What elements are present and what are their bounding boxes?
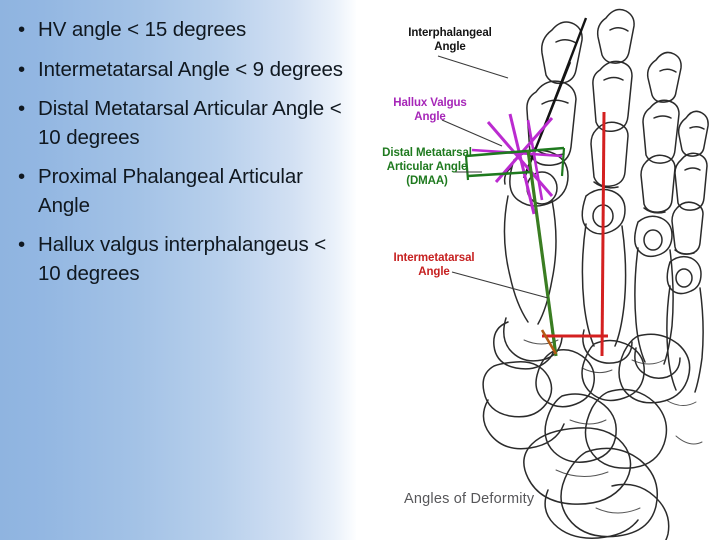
bullet-text: Distal Metatarsal Articular Angle < 10 d… (38, 97, 342, 149)
dmaa-angle-lines (464, 146, 566, 357)
label-interphalangeal-angle: Interphalangeal Angle (408, 27, 492, 53)
hallux-valgus-angle-lines (471, 113, 563, 215)
list-item: • HV angle < 15 degrees (8, 16, 346, 45)
label-hallux-valgus-angle: Hallux Valgus Angle (393, 97, 467, 123)
bullet-text: Intermetatarsal Angle < 9 degrees (38, 57, 343, 81)
bullet-text: HV angle < 15 degrees (38, 18, 247, 41)
list-item: • Distal Metatarsal Articular Angle < 10… (8, 95, 346, 152)
bullet-marker: • (18, 57, 26, 81)
list-item: • Proximal Phalangeal Articular Angle (8, 163, 346, 220)
foot-skeleton-illustration (437, 8, 709, 540)
bullet-text: Hallux valgus interphalangeus < 10 degre… (38, 233, 327, 285)
label-leader-lines (437, 55, 549, 299)
interphalangeal-angle-lines (522, 17, 588, 179)
bullet-marker: • (18, 97, 26, 120)
bullet-marker: • (18, 165, 26, 188)
bullet-marker: • (18, 18, 26, 41)
bullet-list: • HV angle < 15 degrees • Intermetatarsa… (0, 16, 356, 299)
list-item: • Intermetatarsal Angle < 9 degrees (8, 56, 346, 85)
bullet-text: Proximal Phalangeal Articular Angle (38, 165, 303, 217)
intermetatarsal-angle-lines (540, 111, 608, 357)
bone-outlines (482, 8, 709, 540)
foot-anatomy-diagram: Interphalangeal Angle Hallux Valgus Angl… (356, 0, 720, 540)
label-intermetatarsal-angle: Intermetatarsal Angle (393, 252, 475, 278)
bullet-marker: • (18, 233, 26, 256)
label-distal-metatarsal-articular-angle: Distal Metatarsal Articular Angle (DMAA) (382, 147, 472, 187)
bullet-text-panel: • HV angle < 15 degrees • Intermetatarsa… (0, 0, 356, 540)
diagram-caption: Angles of Deformity (404, 491, 535, 507)
list-item: • Hallux valgus interphalangeus < 10 deg… (8, 231, 346, 288)
bone-detail-lines (523, 339, 703, 514)
